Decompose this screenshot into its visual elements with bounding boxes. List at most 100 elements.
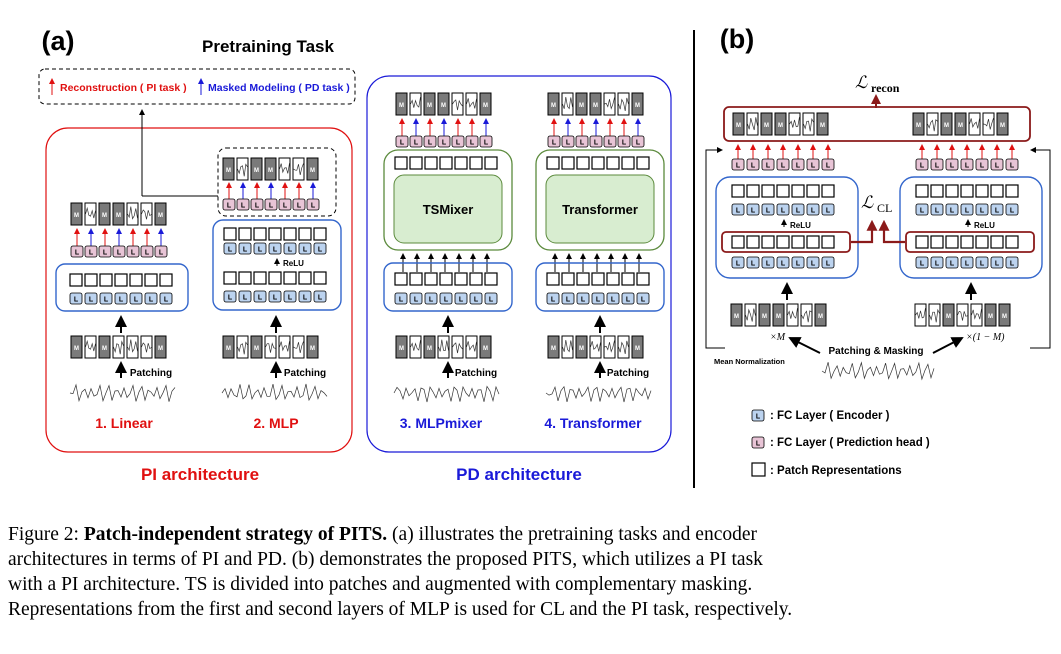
cl-link-left (851, 219, 878, 244)
fc-layer-glyph: L (1010, 163, 1015, 170)
fc-layer-encoder (84, 292, 98, 305)
fc-layer-encoder (776, 203, 790, 216)
patch-representation (99, 273, 113, 287)
time-series-wave (265, 342, 276, 353)
pd-encoder-box (383, 149, 513, 251)
fc-layer-glyph: L (429, 297, 434, 304)
fc-layer-glyph: L (756, 414, 761, 421)
patch-representation (930, 235, 944, 249)
patch-representation (144, 273, 158, 287)
relu-label: ReLU (283, 259, 304, 268)
fc-layer-encoder (791, 203, 805, 216)
fc-layer-encoder (159, 292, 173, 305)
model-linear-label: 1. Linear (95, 415, 153, 431)
panel-a-label: (a) (42, 26, 75, 56)
fc-layer-glyph: L (796, 208, 801, 215)
relu-label: ReLU (790, 221, 811, 230)
masked-patch-glyph: M (593, 103, 598, 109)
masked-patch (264, 157, 277, 181)
fc-layer-encoder (636, 292, 650, 305)
masked-patch (998, 303, 1011, 327)
fc-layer-encoder (223, 290, 237, 303)
masked-patch-glyph: M (226, 168, 231, 174)
fc-layer-head (617, 135, 631, 148)
patch-representation (960, 235, 974, 249)
fc-layer-glyph: L (796, 163, 801, 170)
visible-patch (140, 335, 153, 359)
masked-patch (250, 335, 263, 359)
fc-layer-glyph: L (444, 297, 449, 304)
patch-representation (990, 184, 1004, 198)
fc-layer-glyph: L (920, 208, 925, 215)
patch-representation (394, 156, 408, 170)
fc-layer-glyph: L (608, 140, 613, 147)
patch-representation (945, 184, 959, 198)
patch-representation (975, 235, 989, 249)
time-series-wave (821, 361, 935, 381)
fc-layer-head (98, 245, 112, 258)
masked-patch (70, 335, 83, 359)
fc-layer-glyph: L (781, 208, 786, 215)
fc-layer-head (236, 198, 250, 211)
fc-layer-glyph: L (965, 163, 970, 170)
time-series-wave (410, 340, 421, 351)
patch-representation (791, 184, 805, 198)
fc-layer-glyph: L (228, 247, 233, 254)
visible-patch (603, 335, 616, 359)
fc-layer-glyph: L (980, 208, 985, 215)
patch-representation (253, 271, 267, 285)
fc-layer-glyph: L (950, 261, 955, 268)
time-series-wave (983, 117, 994, 130)
fc-layer-head (250, 198, 264, 211)
masked-patch (631, 92, 644, 116)
patch-representation (454, 272, 468, 286)
visible-patch (126, 202, 139, 226)
masked-patch (730, 303, 743, 327)
fc-layer-glyph: L (935, 261, 940, 268)
masked-patch-glyph: M (764, 123, 769, 129)
patch-representation (821, 184, 835, 198)
patch-representation (915, 184, 929, 198)
fc-layer-head (776, 158, 790, 171)
fc-layer-glyph: L (766, 163, 771, 170)
fc-layer-encoder (394, 292, 408, 305)
patch-representation (546, 272, 560, 286)
patch-representation (394, 272, 408, 286)
patch-representation (409, 156, 423, 170)
masked-patch (758, 303, 771, 327)
fc-layer-glyph: L (965, 261, 970, 268)
panel-b-label: (b) (720, 24, 754, 54)
fc-layer-encoder (930, 256, 944, 269)
caption-line4: Representations from the first and secon… (8, 599, 793, 620)
fc-layer-glyph: L (736, 163, 741, 170)
legend-encoder-label: : FC Layer ( Encoder ) (770, 410, 890, 422)
patching-label: Patching (607, 368, 649, 379)
fc-layer-head (603, 135, 617, 148)
fc-layer-encoder (606, 292, 620, 305)
time-series-wave (545, 385, 652, 403)
time-series-wave (293, 163, 304, 175)
fc-layer-glyph: L (74, 297, 79, 304)
time-series-wave (618, 97, 629, 111)
masked-patch-glyph: M (635, 103, 640, 109)
fc-layer-encoder (591, 292, 605, 305)
patch-representation (591, 272, 605, 286)
fc-layer-encoder (990, 203, 1004, 216)
masked-patch-glyph: M (427, 103, 432, 109)
fc-layer-glyph: L (566, 297, 571, 304)
time-series-wave (801, 310, 812, 323)
fc-layer-encoder (114, 292, 128, 305)
time-series-wave (452, 99, 463, 111)
pd-architecture-label: PD architecture (456, 465, 582, 484)
fc-layer-encoder (313, 290, 327, 303)
fc-layer-head (990, 158, 1004, 171)
time-series-wave (69, 383, 176, 403)
fc-layer-glyph: L (89, 297, 94, 304)
time-series-wave (618, 340, 629, 354)
time-series-wave (969, 118, 980, 129)
fc-layer-encoder (821, 203, 835, 216)
visible-patch (788, 112, 801, 136)
masked-patch (814, 303, 827, 327)
masked-patch (589, 92, 602, 116)
